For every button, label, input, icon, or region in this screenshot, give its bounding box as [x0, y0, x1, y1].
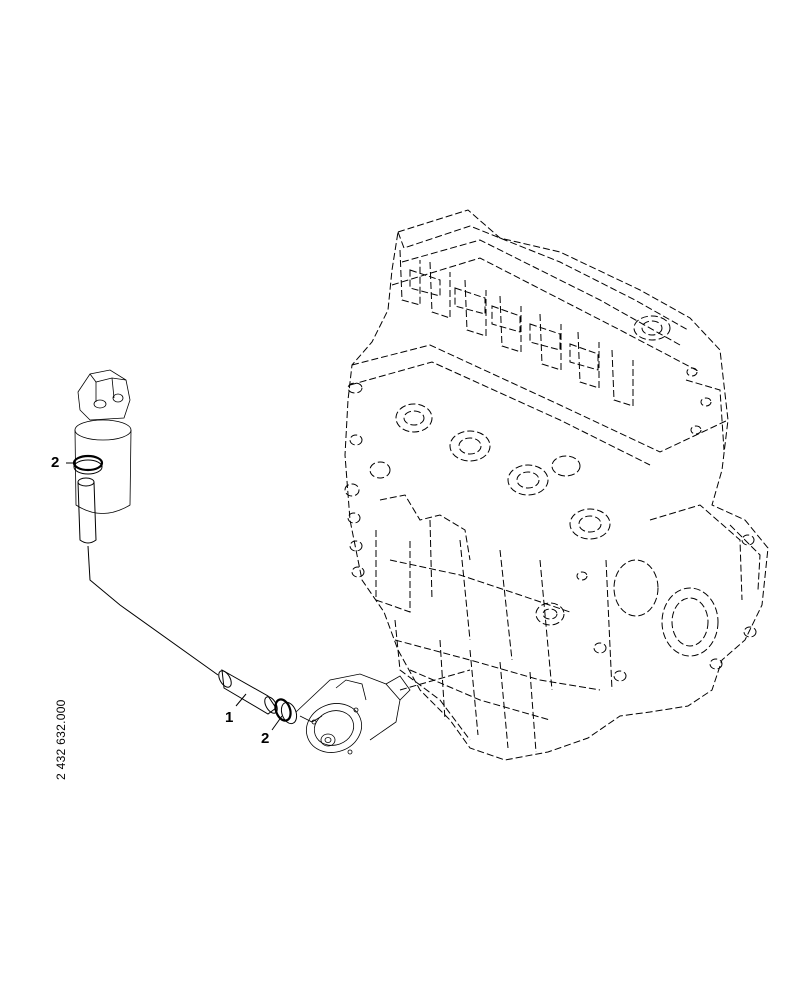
hose-clamp-top: [72, 454, 104, 475]
fuel-hose-upper: [77, 477, 97, 544]
callout-item-2-top: 2: [51, 454, 60, 471]
engine-block: [344, 209, 769, 761]
callout-item-2-bottom: 2: [261, 730, 270, 747]
drawing-number: 2 432 632.000: [54, 699, 68, 780]
hose-clamp-bottom: [274, 698, 298, 725]
callout-leaders: [66, 462, 283, 731]
callout-item-1: 1: [225, 709, 234, 726]
fuel-lift-pump: [295, 669, 471, 755]
hose-routing-line: [87, 545, 219, 676]
fuel-filter: [74, 369, 132, 514]
